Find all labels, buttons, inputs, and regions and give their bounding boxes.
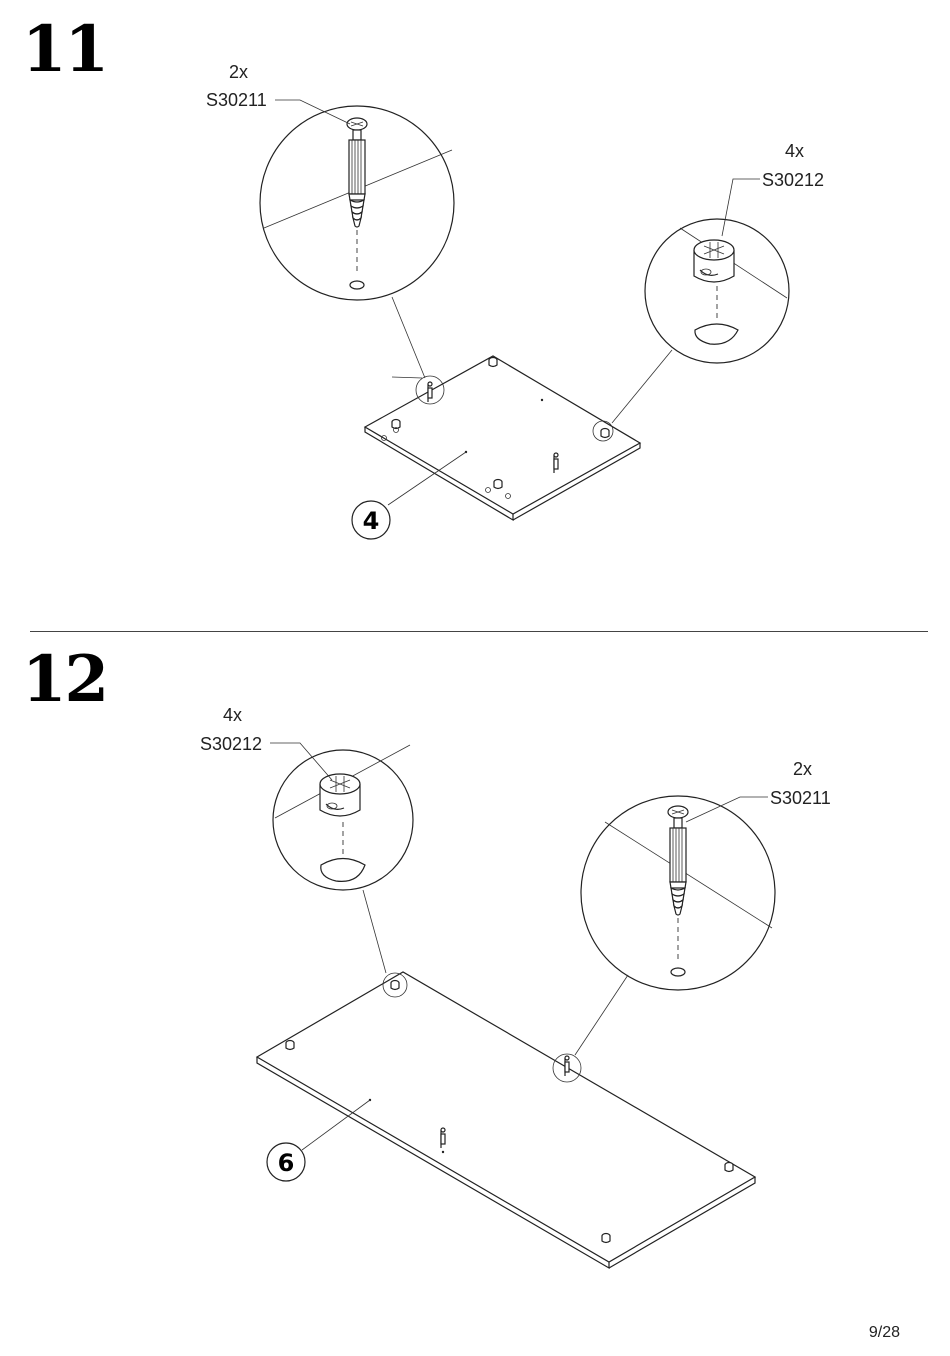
step11-panel-callout: 4 [363, 507, 380, 535]
step11-bolt-detail [260, 100, 454, 300]
step11-panel: 4 [352, 297, 672, 539]
step12-bolt-detail [581, 796, 775, 990]
step12-panel-callout: 6 [278, 1149, 295, 1177]
step12-lock-detail [270, 743, 413, 890]
step11-lock-detail [645, 179, 789, 363]
step12-panel: 6 [257, 890, 755, 1268]
